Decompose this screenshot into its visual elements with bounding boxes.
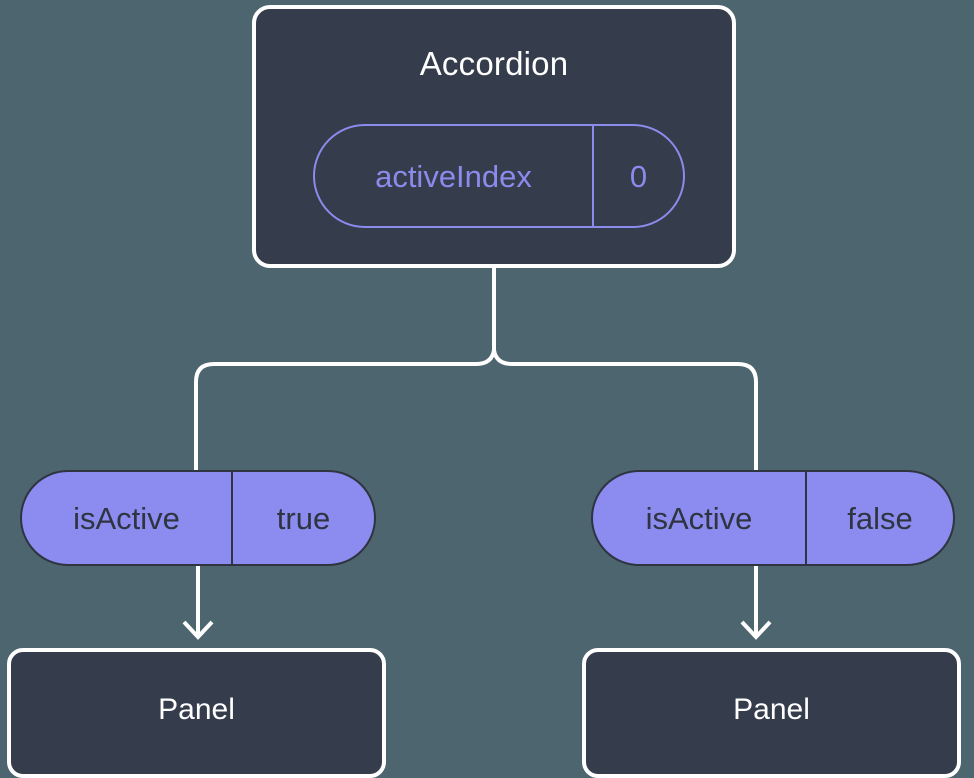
prop-pill-value: false (847, 500, 913, 536)
child-panel-title: Panel (733, 693, 810, 726)
state-pill-key: activeIndex (315, 126, 594, 226)
state-pill-value: 0 (629, 158, 648, 194)
child-panel-card-right[interactable]: Panel (582, 648, 961, 778)
root-component-title: Accordion (419, 45, 569, 82)
prop-pill-key: isActive (593, 472, 807, 564)
child-panel-title: Panel (158, 693, 235, 726)
arrow-left (182, 566, 214, 640)
state-pill-activeindex[interactable]: activeIndex 0 (313, 124, 685, 228)
prop-pill-isactive-true[interactable]: isActive true (20, 470, 376, 566)
branch-bar (194, 348, 758, 470)
prop-pill-key: isActive (22, 472, 233, 564)
prop-pill-isactive-false[interactable]: isActive false (591, 470, 955, 566)
child-panel-card-left[interactable]: Panel (7, 648, 386, 778)
prop-pill-value: true (276, 500, 331, 536)
arrow-right (740, 566, 772, 640)
root-component-card[interactable]: Accordion activeIndex 0 (252, 5, 736, 268)
